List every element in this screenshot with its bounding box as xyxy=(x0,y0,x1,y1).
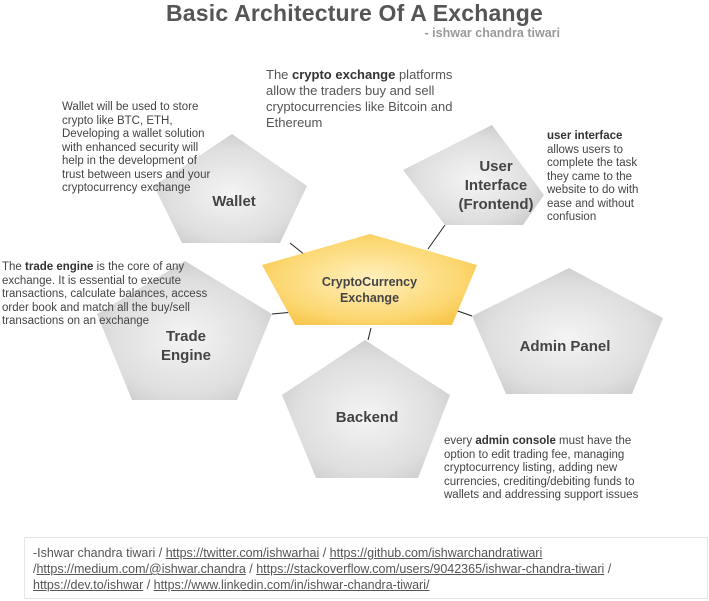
ui-note-post: allows users to complete the task they c… xyxy=(547,143,639,224)
github-link[interactable]: https://github.com/ishwarchandratiwari xyxy=(329,546,543,560)
admin-note-pre: every xyxy=(444,435,476,447)
trade-pentagon xyxy=(97,261,272,400)
wallet-label: Wallet xyxy=(212,193,256,210)
footer-sep: / xyxy=(33,562,37,576)
footer-sep: / xyxy=(319,546,330,560)
ui-label-line1: User xyxy=(479,158,513,175)
trade-note: The trade engine is the core of any exch… xyxy=(2,261,234,329)
intro-note-pre: The xyxy=(266,67,293,82)
trade-note-pre: The xyxy=(2,261,26,273)
backend-label: Backend xyxy=(335,409,399,426)
linkedin-link[interactable]: https://www.linkedin.com/in/ishwar-chand… xyxy=(153,578,430,592)
trade-label-line2: Engine xyxy=(160,347,211,364)
center-pentagon xyxy=(262,234,477,325)
ui-label-line2: Interface xyxy=(464,177,528,194)
footer-links: -Ishwar chandra tiwari / https://twitter… xyxy=(33,545,701,593)
footer-sep: / xyxy=(245,562,257,576)
admin-pentagon xyxy=(472,268,663,394)
connector-backend xyxy=(367,327,372,341)
ui-note: user interface allows users to complete … xyxy=(547,130,657,225)
admin-label: Admin Panel xyxy=(519,338,611,355)
devto-link[interactable]: https://dev.to/ishwar xyxy=(33,578,144,592)
page-title: Basic Architecture Of A Exchange xyxy=(165,0,544,26)
connector-wallet xyxy=(289,242,306,256)
admin-note: every admin console must have the option… xyxy=(444,435,644,503)
trade-label: Trade Engine xyxy=(146,327,226,365)
center-label: CryptoCurrency Exchange xyxy=(321,275,418,305)
ui-label-line3: (Frontend) xyxy=(458,196,534,213)
connector-ui xyxy=(427,224,446,250)
footer-sep: / xyxy=(143,578,154,592)
trade-note-bold: trade engine xyxy=(25,261,94,273)
ui-pentagon xyxy=(403,125,544,225)
medium-link[interactable]: https://medium.com/@ishwar.chandra xyxy=(36,562,246,576)
twitter-link[interactable]: https://twitter.com/ishwarhai xyxy=(165,546,320,560)
trade-label-line1: Trade xyxy=(165,328,207,345)
wallet-note: Wallet will be used to store crypto like… xyxy=(62,101,211,194)
ui-label: User Interface (Frontend) xyxy=(451,157,541,214)
intro-note-post: platforms allow the traders buy and sell… xyxy=(266,67,453,130)
trade-note-post: is the core of any exchange. It is essen… xyxy=(2,261,208,327)
footer-box: -Ishwar chandra tiwari / https://twitter… xyxy=(24,537,708,599)
stackoverflow-link[interactable]: https://stackoverflow.com/users/9042365/… xyxy=(256,562,605,576)
wallet-pentagon xyxy=(154,134,307,243)
admin-note-bold: admin console xyxy=(475,435,556,447)
footer-sep: / xyxy=(604,562,612,576)
backend-pentagon xyxy=(282,340,450,478)
intro-note: The crypto exchange platforms allow the … xyxy=(266,67,471,131)
page-subtitle: - ishwar chandra tiwari xyxy=(424,26,560,40)
admin-note-post: must have the option to edit trading fee… xyxy=(444,435,639,501)
footer-prefix: -Ishwar chandra tiwari / xyxy=(33,546,166,560)
ui-note-bold: user interface xyxy=(547,130,623,142)
intro-note-bold: crypto exchange xyxy=(292,67,396,82)
